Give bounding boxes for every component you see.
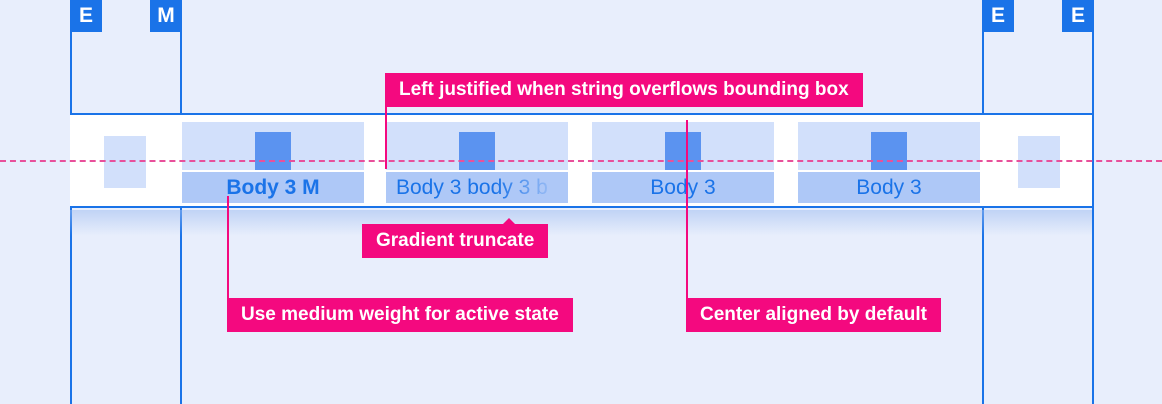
tab-item-label: Body 3 bbox=[650, 176, 716, 199]
badge-e-0: E bbox=[70, 0, 102, 32]
tab-item-glyph-icon bbox=[871, 132, 907, 170]
tab-item-icon-band bbox=[592, 122, 774, 170]
badge-e-3: E bbox=[1062, 0, 1094, 32]
annotation-label-2: Use medium weight for active state bbox=[227, 298, 573, 332]
tab-item-label: Body 3 M bbox=[226, 176, 320, 199]
tabbar-drop-shadow bbox=[70, 210, 1092, 236]
tab-item-label-band: Body 3 body 3 b bbox=[386, 172, 568, 203]
tab-item-label-band: Body 3 bbox=[592, 172, 774, 203]
tab-item-label: Body 3 body 3 b bbox=[396, 176, 548, 199]
tab-item-1[interactable]: Body 3 body 3 b bbox=[386, 122, 568, 203]
tab-item-2[interactable]: Body 3 bbox=[592, 122, 774, 203]
annotation-label-1: Gradient truncate bbox=[362, 224, 549, 258]
tab-item-label-band: Body 3 bbox=[798, 172, 980, 203]
center-baseline-guide bbox=[0, 160, 1162, 162]
tabbar-container: Body 3 M Body 3 body 3 b Body 3 Body 3 bbox=[70, 113, 1092, 208]
tab-item-icon-band bbox=[386, 122, 568, 170]
vertical-guide-3 bbox=[1092, 0, 1094, 404]
tab-item-icon-band bbox=[798, 122, 980, 170]
tab-item-label-band: Body 3 M bbox=[182, 172, 364, 203]
annotation-label-3: Center aligned by default bbox=[686, 298, 941, 332]
tabbar-endcap-1 bbox=[1018, 136, 1060, 188]
badge-m-1: M bbox=[150, 0, 182, 32]
tabbar-endcap-0 bbox=[104, 136, 146, 188]
tab-item-0[interactable]: Body 3 M bbox=[182, 122, 364, 203]
tab-item-glyph-icon bbox=[665, 132, 701, 170]
annotation-leader-line-0 bbox=[385, 107, 387, 169]
tab-item-glyph-icon bbox=[255, 132, 291, 170]
tab-item-icon-band bbox=[182, 122, 364, 170]
annotation-leader-line-3 bbox=[686, 120, 688, 298]
annotation-leader-line-2 bbox=[227, 196, 229, 298]
annotation-label-0: Left justified when string overflows bou… bbox=[385, 73, 863, 107]
tab-item-label: Body 3 bbox=[856, 176, 922, 199]
tab-item-3[interactable]: Body 3 bbox=[798, 122, 980, 203]
tab-item-glyph-icon bbox=[459, 132, 495, 170]
annotation-pointer-tip-1 bbox=[503, 218, 515, 224]
badge-e-2: E bbox=[982, 0, 1014, 32]
